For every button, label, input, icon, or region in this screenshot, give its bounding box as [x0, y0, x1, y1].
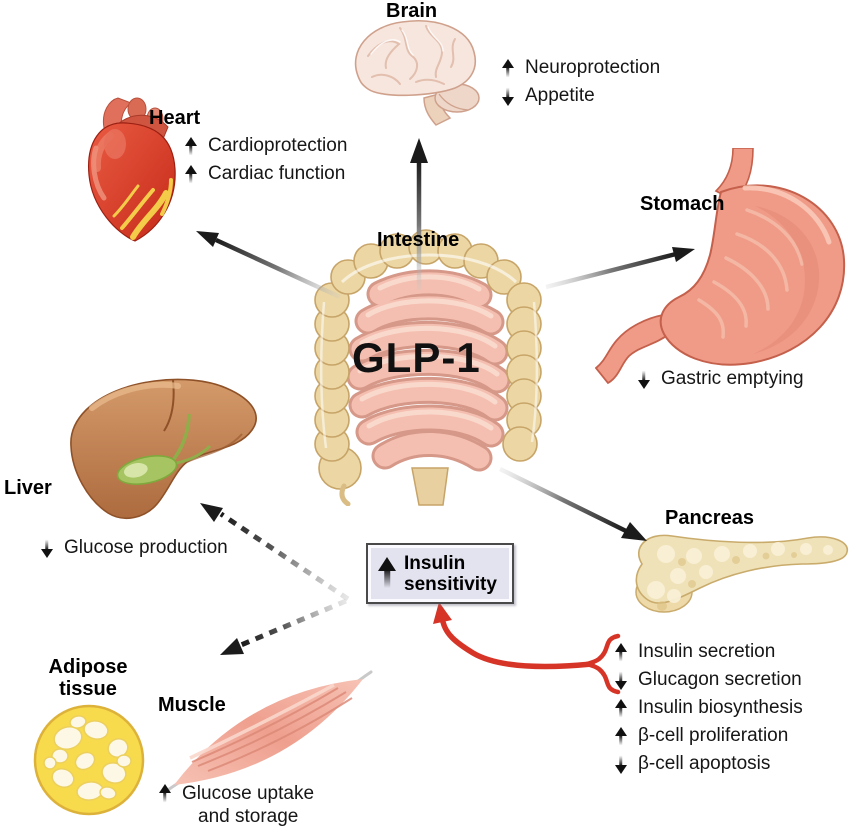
effect-label: Glucagon secretion: [638, 669, 802, 690]
effect-row: β-cell apoptosis: [614, 750, 803, 778]
adipose-label-line2: tissue: [59, 678, 117, 700]
organ-label-liver: Liver: [4, 477, 52, 499]
down-arrow-icon: [614, 671, 627, 690]
effect-row: Neuroprotection: [501, 54, 660, 82]
effect-label: Insulin biosynthesis: [638, 697, 803, 718]
up-arrow-icon: [158, 784, 171, 803]
effect-label: β-cell proliferation: [638, 725, 789, 746]
insulin-label-line2: sensitivity: [404, 573, 497, 595]
up-arrow-icon: [501, 59, 514, 78]
muscle-effects-list: Glucose uptake and storage: [158, 782, 314, 828]
heart-illustration: [74, 96, 192, 246]
effect-row: Insulin secretion: [614, 638, 803, 666]
effect-label: Glucose uptake: [182, 782, 315, 804]
effect-label: Insulin secretion: [638, 641, 776, 662]
stomach-effects-list: Gastric emptying: [637, 366, 804, 392]
insulin-sensitivity-box: Insulin sensitivity: [366, 543, 514, 604]
up-arrow-icon: [614, 727, 627, 746]
effect-label: Appetite: [525, 85, 595, 106]
effect-label: Glucose production: [64, 537, 228, 558]
effect-row: Glucose production: [40, 535, 228, 561]
effect-label-continuation: and storage: [198, 805, 299, 827]
down-arrow-icon: [637, 370, 650, 389]
organ-label-pancreas: Pancreas: [665, 507, 754, 529]
effect-row: Insulin biosynthesis: [614, 694, 803, 722]
pancreas-illustration: [616, 520, 850, 618]
organ-label-stomach: Stomach: [640, 193, 725, 215]
up-arrow-icon: [614, 699, 627, 718]
brain-effects-list: Neuroprotection Appetite: [501, 54, 660, 110]
brain-illustration: [338, 14, 500, 128]
effect-label: Gastric emptying: [661, 368, 804, 389]
up-arrow-icon: [614, 643, 627, 662]
effect-row: β-cell proliferation: [614, 722, 803, 750]
effect-row: Cardioprotection: [184, 132, 347, 160]
effect-row: and storage: [158, 805, 314, 828]
pancreas-effects-list: Insulin secretion Glucagon secretion Ins…: [614, 638, 803, 778]
insulin-label-line1: Insulin: [404, 552, 466, 574]
glp1-hormone-label: GLP-1: [352, 334, 481, 381]
adipose-label-line1: Adipose: [48, 656, 128, 678]
up-arrow-icon: [184, 137, 197, 156]
organ-label-heart: Heart: [149, 107, 201, 129]
effect-row: Gastric emptying: [637, 366, 804, 392]
effect-row: Glucagon secretion: [614, 666, 803, 694]
effect-row: Appetite: [501, 82, 660, 110]
effect-label: β-cell apoptosis: [638, 753, 771, 774]
organ-label-intestine: Intestine: [377, 229, 460, 251]
down-arrow-icon: [614, 755, 627, 774]
down-arrow-icon: [501, 87, 514, 106]
adipose-tissue-illustration: [32, 703, 146, 817]
red-feedback-arrow: [433, 602, 595, 670]
organ-label-adipose-tissue: Adipose tissue: [36, 656, 140, 700]
muscle-illustration: [166, 670, 373, 794]
up-arrow-icon: [378, 557, 396, 591]
organ-label-muscle: Muscle: [158, 694, 226, 716]
organ-label-brain: Brain: [386, 0, 438, 22]
stomach-illustration: [594, 147, 850, 395]
liver-effects-list: Glucose production: [40, 535, 228, 561]
effect-row: Cardiac function: [184, 160, 347, 188]
effect-label: Neuroprotection: [525, 57, 661, 78]
intestine-illustration: [298, 222, 560, 507]
down-arrow-icon: [40, 539, 53, 558]
effect-label: Cardioprotection: [208, 135, 348, 156]
effect-label: Cardiac function: [208, 163, 346, 184]
up-arrow-icon: [184, 165, 197, 184]
effect-row: Glucose uptake: [158, 782, 314, 805]
insulin-sensitivity-label: Insulin sensitivity: [404, 553, 497, 595]
liver-illustration: [52, 372, 264, 534]
dashed-arrow-to-muscle: [220, 598, 347, 655]
heart-effects-list: Cardioprotection Cardiac function: [184, 132, 347, 188]
